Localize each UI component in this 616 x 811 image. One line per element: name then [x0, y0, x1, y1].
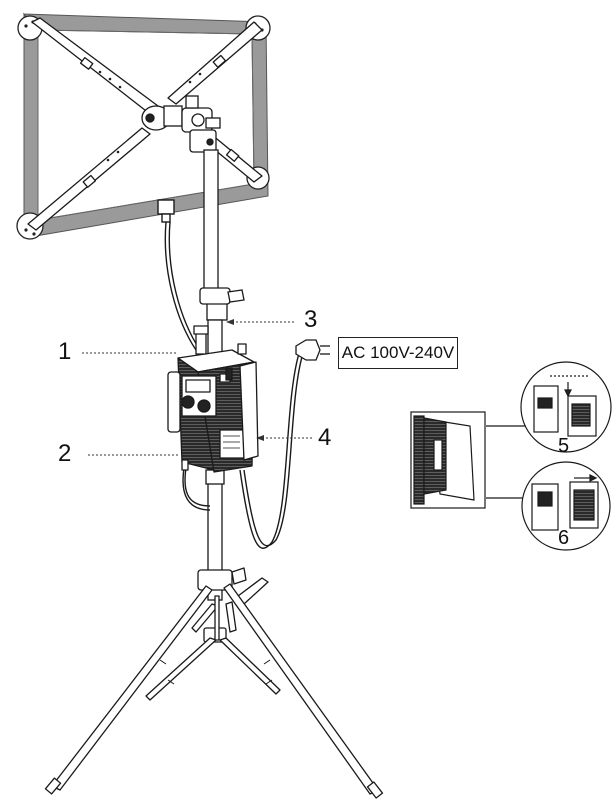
callout-1: 1: [58, 338, 72, 365]
center-hub-mount: [141, 95, 221, 153]
callout-2: 2: [58, 440, 72, 467]
power-plug: [295, 339, 330, 361]
detail-circle-6: [521, 461, 611, 551]
callout-4: 4: [318, 424, 332, 451]
callout-6: 6: [558, 527, 570, 549]
leader-lines: [82, 321, 312, 456]
cables: [157, 199, 305, 549]
light-stand: [44, 567, 384, 799]
callout-3: 3: [304, 306, 318, 333]
cross-brace: [27, 17, 263, 231]
detail-circle-5: [520, 361, 612, 453]
control-box: [167, 325, 259, 473]
v-mount-battery: [533, 375, 597, 437]
battery-inset: [410, 411, 526, 509]
v-mount-battery-slide: [531, 474, 599, 531]
callout-5: 5: [558, 435, 570, 457]
panel-connector: [157, 199, 175, 223]
ac-voltage-label: AC 100V-240V: [338, 337, 458, 369]
